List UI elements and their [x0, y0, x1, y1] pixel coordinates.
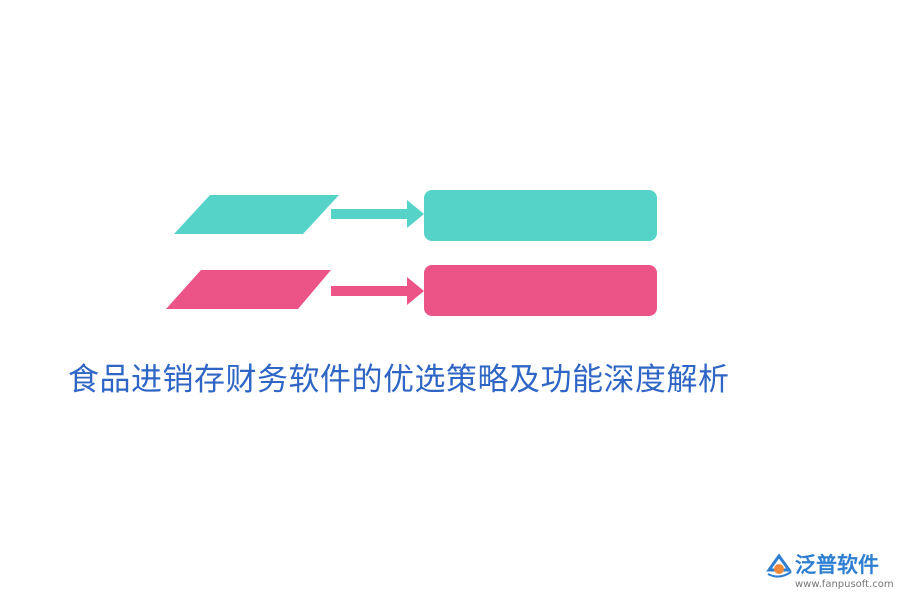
- fanpu-logo: 泛普软件 www.fanpusoft.com: [765, 548, 895, 596]
- pink-rounded-box: [424, 265, 657, 316]
- logo-url: www.fanpusoft.com: [795, 579, 894, 590]
- teal-parallelogram: [174, 195, 339, 234]
- pink-parallelogram: [166, 270, 331, 309]
- pink-arrow: [331, 277, 424, 305]
- teal-arrow: [331, 200, 424, 228]
- page-title: 食品进销存财务软件的优选策略及功能深度解析: [68, 362, 730, 398]
- fanpu-logo-icon: [766, 553, 792, 578]
- teal-rounded-box: [424, 190, 657, 241]
- logo-name: 泛普软件: [795, 553, 879, 577]
